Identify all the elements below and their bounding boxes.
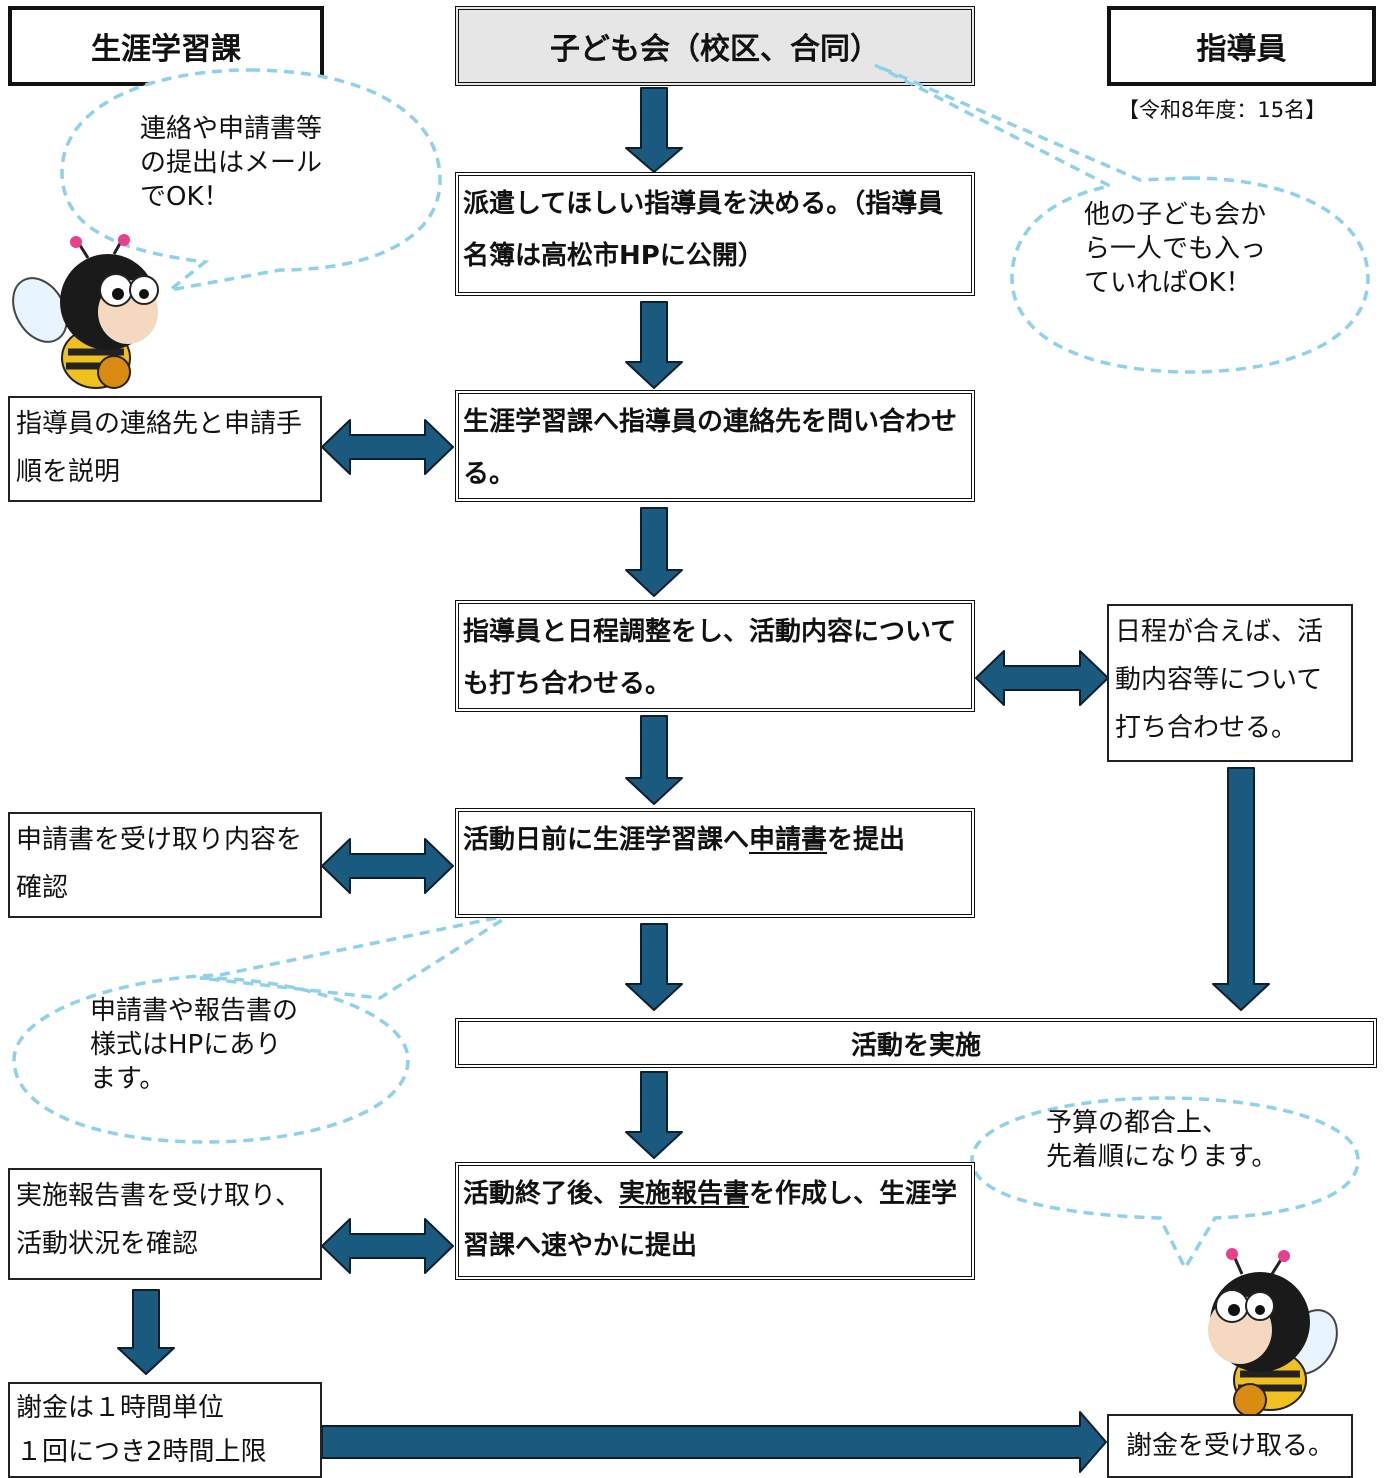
double-arrow-report (321, 1218, 454, 1274)
down-arrow-5 (625, 923, 683, 1011)
bee-mascot-icon (12, 234, 159, 389)
other-group-bubble-shape (874, 63, 1370, 374)
down-arrow-right (1212, 767, 1270, 1011)
down-arrow-2 (625, 301, 683, 389)
double-arrow-schedule (975, 650, 1109, 706)
header-label: 子ども会（校区、合同） (550, 32, 880, 67)
step-ask-contact: 生涯学習課へ指導員の連絡先を問い合わせる。 (455, 390, 975, 502)
step-submit-report: 活動終了後、実施報告書を作成し、生涯学習課へ速やかに提出 (455, 1162, 975, 1280)
down-arrow-left (117, 1289, 175, 1375)
right-schedule-discussion: 日程が合えば、活動内容等について打ち合わせる。 (1107, 604, 1353, 762)
left-receive-report: 実施報告書を受け取り、活動状況を確認 (8, 1168, 322, 1280)
left-receive-application: 申請書を受け取り内容を確認 (8, 812, 322, 918)
fee-arrow (321, 1411, 1107, 1473)
step-choose-instructor: 派遣してほしい指導員を決める。（指導員名簿は高松市HPに公開） (455, 172, 975, 296)
email-bubble-text: 連絡や申請書等 の提出はメール でOK！ (140, 114, 323, 212)
budget-bubble-shape (970, 1096, 1360, 1272)
step-submit-application: 活動日前に生涯学習課へ申請書を提出 (455, 808, 975, 918)
email-bubble-shape (60, 68, 442, 292)
instructor-count-note: 【令和8年度：15名】 (1118, 98, 1327, 122)
header-label: 生涯学習課 (91, 32, 241, 67)
down-arrow-3 (625, 507, 683, 597)
step-conduct-activity: 活動を実施 (455, 1018, 1377, 1068)
left-explain-contact: 指導員の連絡先と申請手順を説明 (8, 396, 322, 502)
step-schedule: 指導員と日程調整をし、活動内容についても打ち合わせる。 (455, 600, 975, 712)
double-arrow-application (321, 838, 454, 894)
right-receive-fee: 謝金を受け取る。 (1107, 1414, 1353, 1478)
report-form-link[interactable]: 実施報告書 (619, 1179, 750, 1209)
header-instructor: 指導員 (1107, 6, 1376, 86)
bee-mascot-icon (1208, 1248, 1338, 1417)
down-arrow-4 (625, 715, 683, 805)
other-group-bubble-text: 他の子ども会か ら一人でも入っ ていればOK！ (1084, 200, 1267, 298)
forms-bubble-text: 申請書や報告書の 様式はHPにあり ます。 (90, 996, 299, 1094)
forms-bubble-shape (12, 913, 511, 1144)
down-arrow-6 (625, 1071, 683, 1159)
header-lifelong-learning-division: 生涯学習課 (8, 6, 324, 86)
double-arrow-contact (321, 419, 454, 475)
left-fee-rules: 謝金は１時間単位 １回につき2時間上限 (8, 1382, 322, 1478)
application-form-link[interactable]: 申請書 (749, 825, 828, 855)
budget-bubble-text: 予算の都合上、 先着順になります。 (1046, 1108, 1278, 1172)
header-label: 指導員 (1196, 32, 1287, 67)
down-arrow-1 (625, 87, 683, 173)
